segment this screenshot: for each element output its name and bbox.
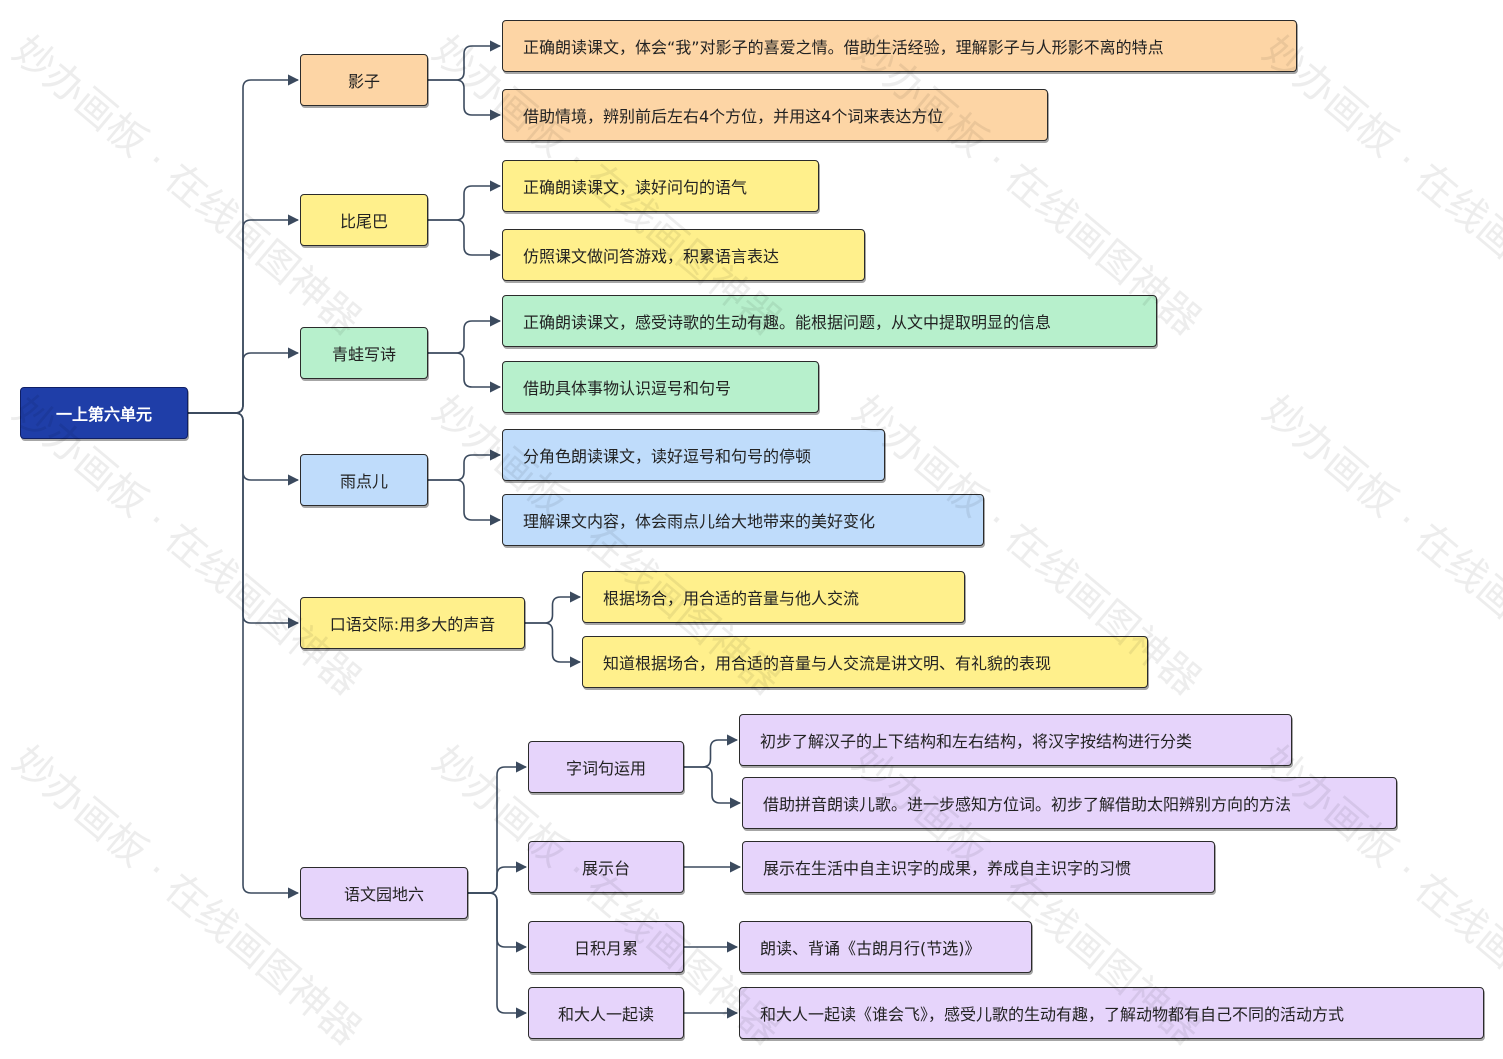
connector — [428, 315, 502, 354]
leaf-zhanshitai[interactable]: 展示在生活中自主识字的成果，养成自主识字的习惯 — [742, 841, 1215, 893]
leaf-hedaren[interactable]: 和大人一起读《谁会飞》，感受儿歌的生动有趣，了解动物都有自己不同的活动方式 — [739, 987, 1484, 1039]
leaf-rijiyuelei[interactable]: 朗读、背诵《古朗月行(节选)》 — [739, 921, 1032, 973]
branch-qingwaxieshi[interactable]: 青蛙写诗 — [300, 327, 428, 379]
leaf-biweiba-2[interactable]: 仿照课文做问答游戏，积累语言表达 — [502, 229, 865, 281]
connector — [428, 40, 502, 81]
leaf-qingwa-1[interactable]: 正确朗读课文，感受诗歌的生动有趣。能根据问题，从文中提取明显的信息 — [502, 295, 1157, 347]
leaf-yingzi-2[interactable]: 借助情境，辨别前后左右4个方位，并用这4个词来表达方位 — [502, 89, 1048, 141]
sub-rijiyuelei[interactable]: 日积月累 — [528, 921, 684, 973]
branch-yingzi[interactable]: 影子 — [300, 54, 428, 106]
connector — [428, 79, 502, 121]
leaf-qingwa-2[interactable]: 借助具体事物认识逗号和句号 — [502, 361, 819, 413]
leaf-biweiba-1[interactable]: 正确朗读课文，读好问句的语气 — [502, 160, 819, 212]
connector — [188, 412, 300, 899]
leaf-yingzi-1[interactable]: 正确朗读课文，体会“我”对影子的喜爱之情。借助生活经验，理解影子与人形影不离的特… — [502, 20, 1297, 72]
leaf-ziciju-1[interactable]: 初步了解汉子的上下结构和左右结构，将汉字按结构进行分类 — [739, 714, 1292, 766]
connector — [525, 591, 582, 624]
connector — [428, 479, 502, 526]
connector — [188, 347, 300, 414]
branch-yudianer[interactable]: 雨点儿 — [300, 454, 428, 506]
connector — [525, 622, 582, 668]
connector — [428, 219, 502, 261]
connector — [428, 180, 502, 221]
branch-yuwenyuandi[interactable]: 语文园地六 — [300, 867, 468, 919]
branch-kouyujiaoji[interactable]: 口语交际:用多大的声音 — [300, 597, 525, 649]
sub-hedarenyiqidu[interactable]: 和大人一起读 — [528, 987, 684, 1039]
leaf-kouyu-2[interactable]: 知道根据场合，用合适的音量与人交流是讲文明、有礼貌的表现 — [582, 636, 1148, 688]
connector — [428, 449, 502, 481]
connector — [468, 861, 528, 894]
connector — [684, 766, 742, 809]
sub-zicijuyunyong[interactable]: 字词句运用 — [528, 741, 684, 793]
sub-zhanshitai[interactable]: 展示台 — [528, 841, 684, 893]
root-node[interactable]: 一上第六单元 — [20, 387, 188, 439]
leaf-yudianer-2[interactable]: 理解课文内容，体会雨点儿给大地带来的美好变化 — [502, 494, 984, 546]
connector — [684, 734, 739, 768]
branch-biweiba[interactable]: 比尾巴 — [300, 194, 428, 246]
connector — [428, 352, 502, 393]
connector — [468, 892, 528, 1019]
leaf-ziciju-2[interactable]: 借助拼音朗读儿歌。进一步感知方位词。初步了解借助太阳辨别方向的方法 — [742, 777, 1397, 829]
leaf-yudianer-1[interactable]: 分角色朗读课文，读好逗号和句号的停顿 — [502, 429, 885, 481]
leaf-kouyu-1[interactable]: 根据场合，用合适的音量与他人交流 — [582, 571, 965, 623]
